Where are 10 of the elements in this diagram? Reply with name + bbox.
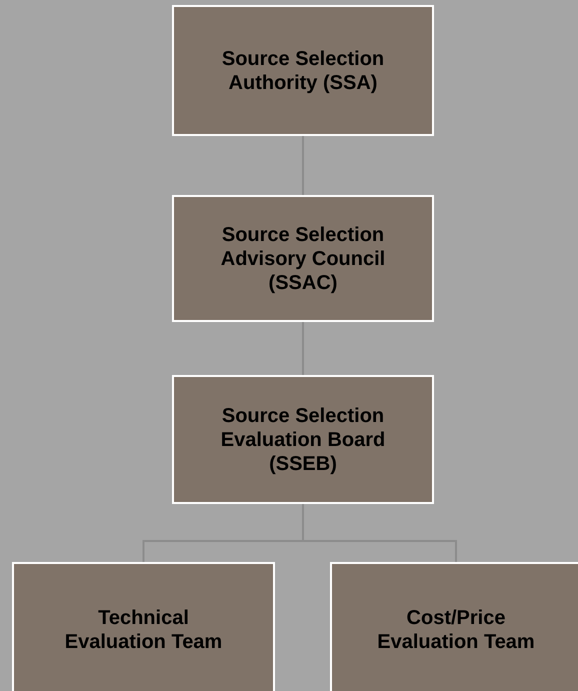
org-box xyxy=(12,562,275,691)
box-label: Cost/Price Evaluation Team xyxy=(376,606,536,654)
org-box xyxy=(172,5,434,136)
box-label: Source Selection Evaluation Board (SSEB) xyxy=(220,404,386,476)
box-label: Technical Evaluation Team xyxy=(64,606,224,654)
org-box xyxy=(172,195,434,322)
box-label: Source Selection Authority (SSA) xyxy=(220,46,386,94)
box-label: Source Selection Advisory Council (SSAC) xyxy=(220,222,386,294)
org-box xyxy=(172,375,434,504)
org-box xyxy=(330,562,578,691)
